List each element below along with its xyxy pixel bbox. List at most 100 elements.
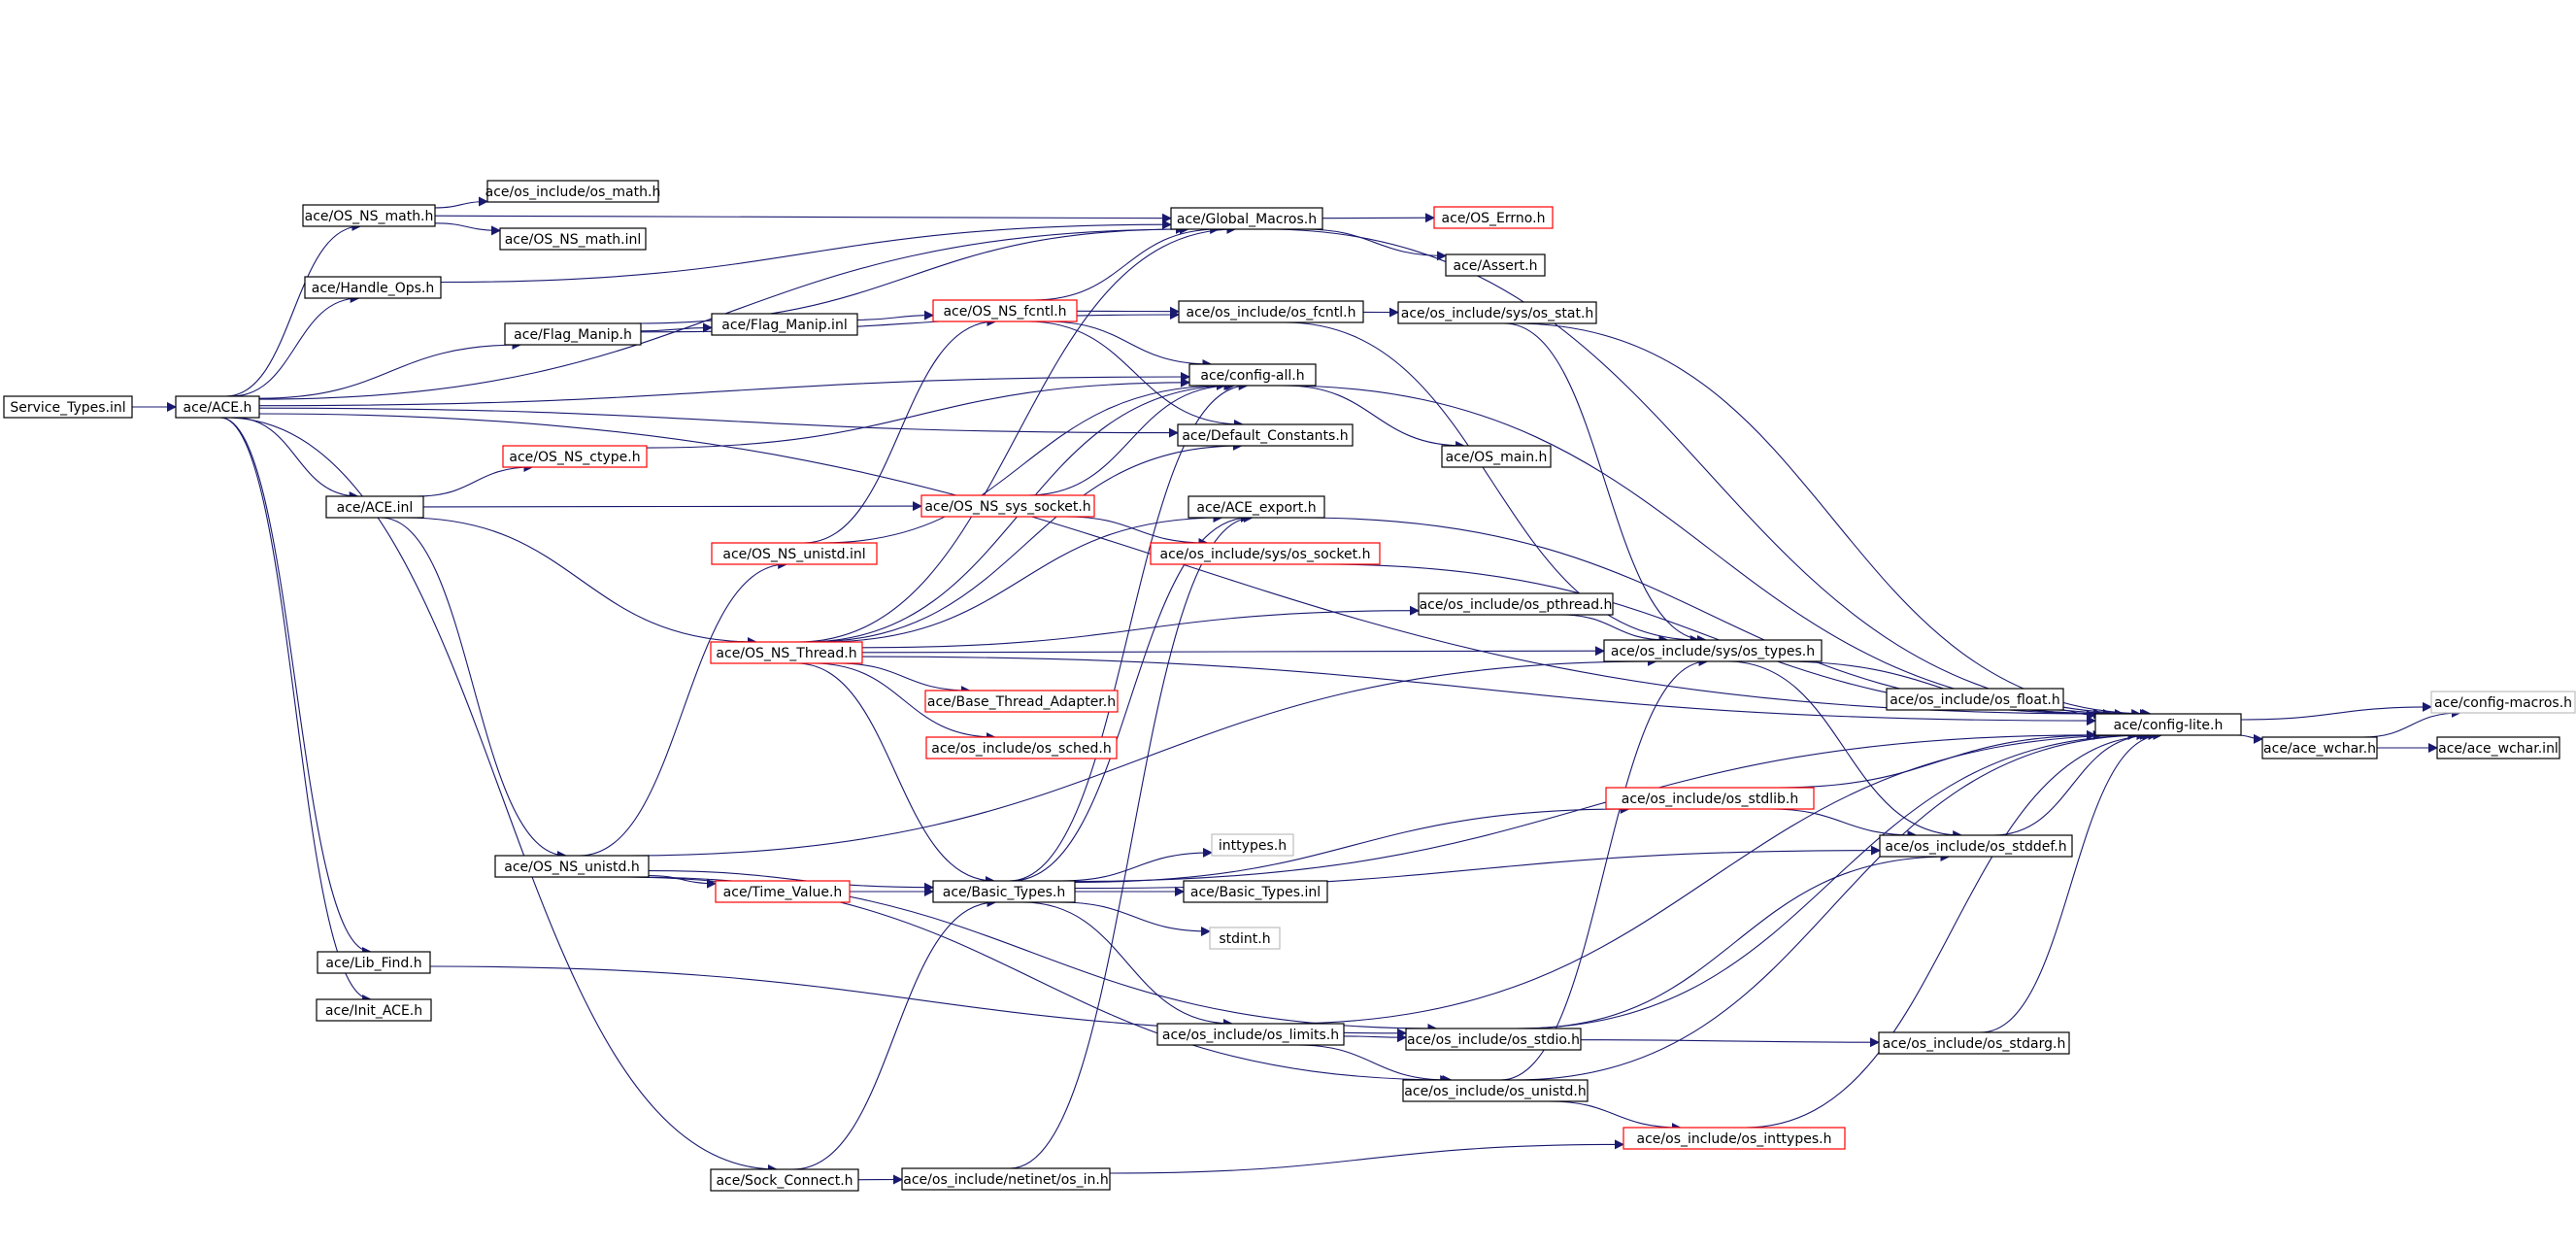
node-box[interactable] [1418, 592, 1614, 616]
node-netinet_os_in_h[interactable]: ace/os_include/netinet/os_in.h [901, 1167, 1111, 1191]
node-box[interactable] [1441, 445, 1552, 468]
node-box[interactable] [1878, 1031, 2070, 1055]
node-ace_inl[interactable]: ace/ACE.inl [325, 495, 424, 519]
node-box[interactable] [901, 1167, 1111, 1191]
node-box[interactable] [1178, 300, 1364, 323]
node-config_lite_h[interactable]: ace/config-lite.h [2094, 713, 2242, 736]
node-box[interactable] [316, 998, 432, 1022]
node-box[interactable] [925, 736, 1118, 759]
node-stdint_h[interactable]: stdint.h [1209, 927, 1281, 950]
node-init_ace_h[interactable]: ace/Init_ACE.h [316, 998, 432, 1022]
node-global_macros_h[interactable]: ace/Global_Macros.h [1170, 207, 1323, 230]
node-box[interactable] [1211, 833, 1294, 857]
node-box[interactable] [711, 542, 878, 565]
node-os_ns_thread_h[interactable]: ace/OS_NS_Thread.h [710, 641, 863, 664]
node-box[interactable] [710, 641, 863, 664]
node-time_value_h[interactable]: ace/Time_Value.h [715, 880, 851, 903]
node-box[interactable] [302, 204, 436, 227]
node-sys_os_types_h[interactable]: ace/os_include/sys/os_types.h [1603, 639, 1823, 662]
node-box[interactable] [1183, 880, 1328, 903]
node-base_thread_adapter_h[interactable]: ace/Base_Thread_Adapter.h [924, 690, 1119, 713]
node-box[interactable] [3, 395, 133, 419]
node-inttypes_h[interactable]: inttypes.h [1211, 833, 1294, 857]
node-box[interactable] [932, 880, 1076, 903]
node-box[interactable] [304, 276, 442, 299]
node-os_ns_fcntl_h[interactable]: ace/OS_NS_fcntl.h [932, 299, 1078, 322]
node-os_stddef_h[interactable]: ace/os_include/os_stddef.h [1879, 834, 2073, 858]
node-os_stdlib_h[interactable]: ace/os_include/os_stdlib.h [1605, 787, 1815, 810]
node-box[interactable] [2430, 691, 2576, 714]
node-box[interactable] [1879, 834, 2073, 858]
node-box[interactable] [932, 299, 1078, 322]
node-os_ns_unistd_inl[interactable]: ace/OS_NS_unistd.inl [711, 542, 878, 565]
node-box[interactable] [1188, 363, 1317, 387]
node-box[interactable] [175, 395, 260, 419]
node-sys_os_socket_h[interactable]: ace/os_include/sys/os_socket.h [1150, 542, 1381, 565]
node-os_pthread_h[interactable]: ace/os_include/os_pthread.h [1418, 592, 1614, 616]
node-box[interactable] [1156, 1023, 1345, 1046]
node-config_macros_h[interactable]: ace/config-macros.h [2430, 691, 2576, 714]
node-box[interactable] [711, 313, 858, 336]
node-box[interactable] [1170, 207, 1323, 230]
node-ace_export_h[interactable]: ace/ACE_export.h [1188, 495, 1325, 519]
node-box[interactable] [1397, 301, 1597, 324]
node-os_ns_math_inl[interactable]: ace/OS_NS_math.inl [499, 227, 647, 251]
node-ace_wchar_h[interactable]: ace/ace_wchar.h [2261, 736, 2378, 759]
node-box[interactable] [1433, 206, 1554, 229]
node-basic_types_h[interactable]: ace/Basic_Types.h [932, 880, 1076, 903]
node-basic_types_inl[interactable]: ace/Basic_Types.inl [1183, 880, 1328, 903]
node-os_stdarg_h[interactable]: ace/os_include/os_stdarg.h [1878, 1031, 2070, 1055]
node-box[interactable] [502, 445, 648, 468]
node-box[interactable] [2436, 736, 2560, 759]
node-config_all_h[interactable]: ace/config-all.h [1188, 363, 1317, 387]
node-box[interactable] [317, 951, 431, 974]
node-box[interactable] [1177, 423, 1354, 447]
node-box[interactable] [1209, 927, 1281, 950]
node-box[interactable] [1445, 253, 1546, 277]
node-ace_h[interactable]: ace/ACE.h [175, 395, 260, 419]
node-box[interactable] [499, 227, 647, 251]
node-sock_connect_h[interactable]: ace/Sock_Connect.h [710, 1168, 859, 1192]
node-os_float_h[interactable]: ace/os_include/os_float.h [1886, 688, 2064, 711]
node-box[interactable] [1150, 542, 1381, 565]
node-box[interactable] [1603, 639, 1823, 662]
node-box[interactable] [715, 880, 851, 903]
node-os_ns_unistd_h[interactable]: ace/OS_NS_unistd.h [494, 855, 650, 878]
node-box[interactable] [494, 855, 650, 878]
node-os_limits_h[interactable]: ace/os_include/os_limits.h [1156, 1023, 1345, 1046]
node-box[interactable] [2094, 713, 2242, 736]
node-box[interactable] [1405, 1028, 1582, 1051]
node-os_ns_ctype_h[interactable]: ace/OS_NS_ctype.h [502, 445, 648, 468]
node-os_errno_h[interactable]: ace/OS_Errno.h [1433, 206, 1554, 229]
node-box[interactable] [2261, 736, 2378, 759]
node-box[interactable] [1623, 1127, 1846, 1150]
node-flag_manip_inl[interactable]: ace/Flag_Manip.inl [711, 313, 858, 336]
node-box[interactable] [486, 180, 659, 203]
node-flag_manip_h[interactable]: ace/Flag_Manip.h [504, 322, 642, 346]
node-os_inttypes_h[interactable]: ace/os_include/os_inttypes.h [1623, 1127, 1846, 1150]
node-default_constants_h[interactable]: ace/Default_Constants.h [1177, 423, 1354, 447]
node-box[interactable] [1188, 495, 1325, 519]
node-lib_find_h[interactable]: ace/Lib_Find.h [317, 951, 431, 974]
node-os_ns_sys_socket_h[interactable]: ace/OS_NS_sys_socket.h [920, 494, 1095, 518]
node-box[interactable] [325, 495, 424, 519]
node-assert_h[interactable]: ace/Assert.h [1445, 253, 1546, 277]
node-handle_ops_h[interactable]: ace/Handle_Ops.h [304, 276, 442, 299]
node-service_types_inl[interactable]: Service_Types.inl [3, 395, 133, 419]
node-os_fcntl_h[interactable]: ace/os_include/os_fcntl.h [1178, 300, 1364, 323]
node-box[interactable] [1886, 688, 2064, 711]
node-sys_os_stat_h[interactable]: ace/os_include/sys/os_stat.h [1397, 301, 1597, 324]
node-os_main_h[interactable]: ace/OS_main.h [1441, 445, 1552, 468]
node-box[interactable] [924, 690, 1119, 713]
node-box[interactable] [1605, 787, 1815, 810]
node-box[interactable] [710, 1168, 859, 1192]
node-box[interactable] [1402, 1079, 1589, 1102]
node-os_sched_h[interactable]: ace/os_include/os_sched.h [925, 736, 1118, 759]
node-os_ns_math_h[interactable]: ace/OS_NS_math.h [302, 204, 436, 227]
node-os_math_h[interactable]: ace/os_include/os_math.h [485, 180, 661, 203]
node-box[interactable] [920, 494, 1095, 518]
node-box[interactable] [504, 322, 642, 346]
node-os_stdio_h[interactable]: ace/os_include/os_stdio.h [1405, 1028, 1582, 1051]
node-ace_wchar_inl[interactable]: ace/ace_wchar.inl [2436, 736, 2560, 759]
node-os_unistd_h[interactable]: ace/os_include/os_unistd.h [1402, 1079, 1589, 1102]
